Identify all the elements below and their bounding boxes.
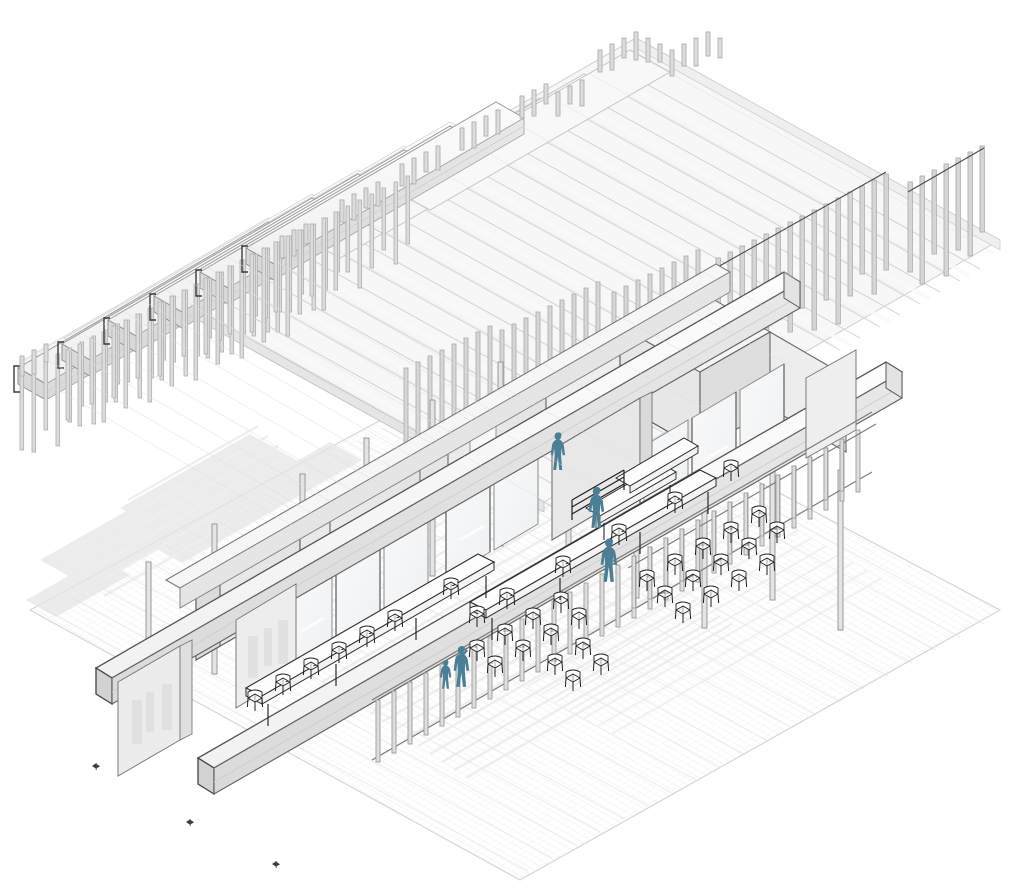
roof-top-posts (19, 31, 723, 377)
roof-left-slats (23, 242, 521, 531)
roof-overlay-lines (189, 50, 995, 507)
hanging-panels (117, 349, 857, 777)
hanging-slat-screen-left (19, 175, 411, 453)
workstation-cluster (584, 437, 699, 540)
